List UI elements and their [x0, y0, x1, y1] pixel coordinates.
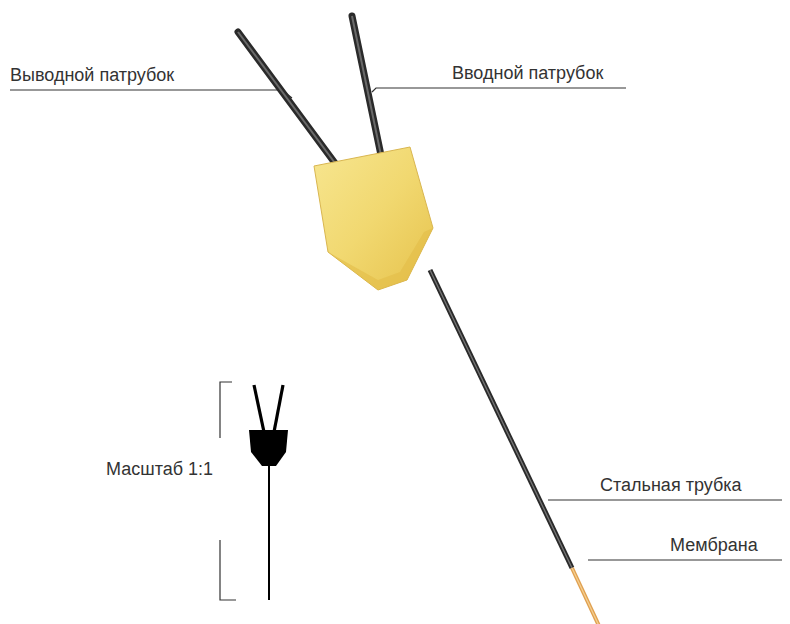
part-label: Стальная трубка	[600, 474, 741, 496]
membrane-highlight	[572, 568, 600, 624]
steel-tube	[430, 270, 572, 568]
inlet-tube-highlight	[352, 16, 382, 160]
outlet-tube	[238, 32, 346, 178]
part-label: Вводной патрубок	[452, 62, 603, 84]
probe-hub	[314, 147, 433, 290]
steel-tube-highlight	[430, 270, 572, 568]
part-label: Выводной патрубок	[10, 64, 174, 86]
outlet-tube-highlight	[238, 32, 346, 178]
scale-label: Масштаб 1:1	[106, 458, 213, 480]
inlet-tube	[352, 16, 382, 160]
part-label: Мембрана	[670, 534, 758, 556]
scale-bracket	[220, 382, 236, 600]
leader-lines	[10, 88, 782, 560]
membrane	[572, 568, 600, 624]
scale-silhouette	[249, 385, 288, 600]
hub-shade	[328, 228, 433, 290]
